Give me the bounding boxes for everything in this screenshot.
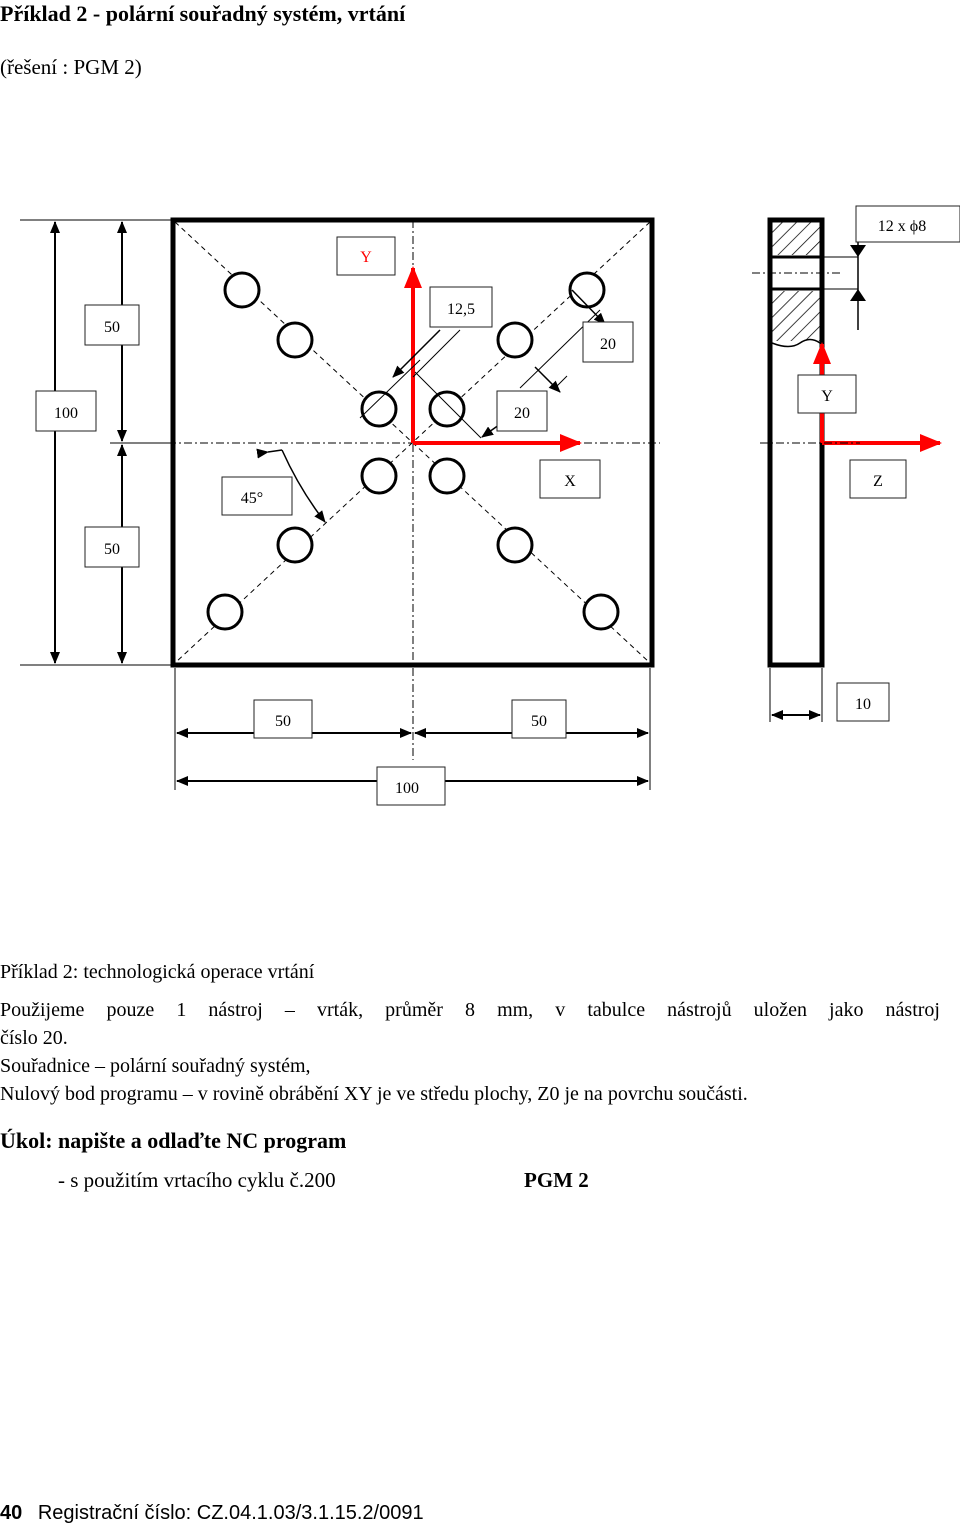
hole	[360, 390, 398, 428]
task-pgm: PGM 2	[524, 1168, 589, 1192]
hole	[206, 593, 244, 631]
label-y: Y	[336, 236, 396, 276]
hole	[496, 526, 534, 564]
section-hatch	[772, 222, 820, 255]
dim-50-bottom: 50	[104, 541, 120, 558]
section-title: Příklad 2: technologická operace vrtání	[0, 961, 315, 983]
angle-arc	[281, 449, 326, 523]
description-section: Příklad 2: technologická operace vrtání …	[0, 958, 940, 1108]
section-hatch	[772, 291, 820, 341]
hole	[582, 593, 620, 631]
hole	[223, 271, 261, 309]
dim-50-bottom-right: 50	[531, 713, 547, 730]
side-z-label: Z	[873, 473, 883, 490]
registration-number: Registrační číslo: CZ.04.1.03/3.1.15.2/0…	[37, 1502, 424, 1524]
description-line: číslo 20.	[0, 1027, 68, 1049]
technical-drawing: Y 50 12,5 20 100 20 X 45° 50 12 x ϕ8 Y	[20, 205, 960, 806]
hole	[568, 271, 606, 309]
dimension-leader	[392, 329, 441, 378]
page-number: 40	[0, 1502, 23, 1524]
dim-12-5: 12,5	[447, 301, 475, 318]
dimension-leader	[571, 289, 606, 325]
task-title: Úkol: napište a odlaďte NC program	[0, 1128, 347, 1153]
dim-20-lower: 20	[514, 405, 530, 422]
hole	[496, 321, 534, 359]
task-item: - s použitím vrtacího cyklu č.200	[58, 1168, 336, 1192]
holes	[206, 271, 620, 631]
page-footer: 40 Registrační číslo: CZ.04.1.03/3.1.15.…	[0, 1502, 424, 1525]
dim-10: 10	[855, 696, 871, 713]
description-line: Souřadnice – polární souřadný systém,	[0, 1055, 311, 1077]
dim-100-bottom: 100	[395, 780, 419, 797]
holes-note: 12 x ϕ8	[878, 218, 926, 235]
x-axis-label: X	[564, 473, 576, 490]
dim-100-left: 100	[54, 405, 78, 422]
hole	[276, 321, 314, 359]
dim-20-upper: 20	[600, 336, 616, 353]
y-axis-label: Y	[360, 249, 372, 266]
dimension-leader	[412, 329, 461, 378]
hole	[428, 457, 466, 495]
hole	[428, 390, 466, 428]
dimension-leader	[534, 366, 561, 393]
side-y-label: Y	[821, 388, 833, 405]
angle-45-label: 45°	[241, 490, 263, 507]
dim-50-top: 50	[104, 319, 120, 336]
dim-50-bottom-left: 50	[275, 713, 291, 730]
page-title: Příklad 2 - polární souřadný systém, vrt…	[0, 1, 406, 26]
hole	[360, 457, 398, 495]
description-line: Použijeme pouze 1 nástroj – vrták, průmě…	[0, 999, 940, 1021]
hole	[276, 526, 314, 564]
description-line: Nulový bod programu – v rovině obrábění …	[0, 1083, 748, 1105]
page-subtitle: (řešení : PGM 2)	[0, 55, 142, 79]
